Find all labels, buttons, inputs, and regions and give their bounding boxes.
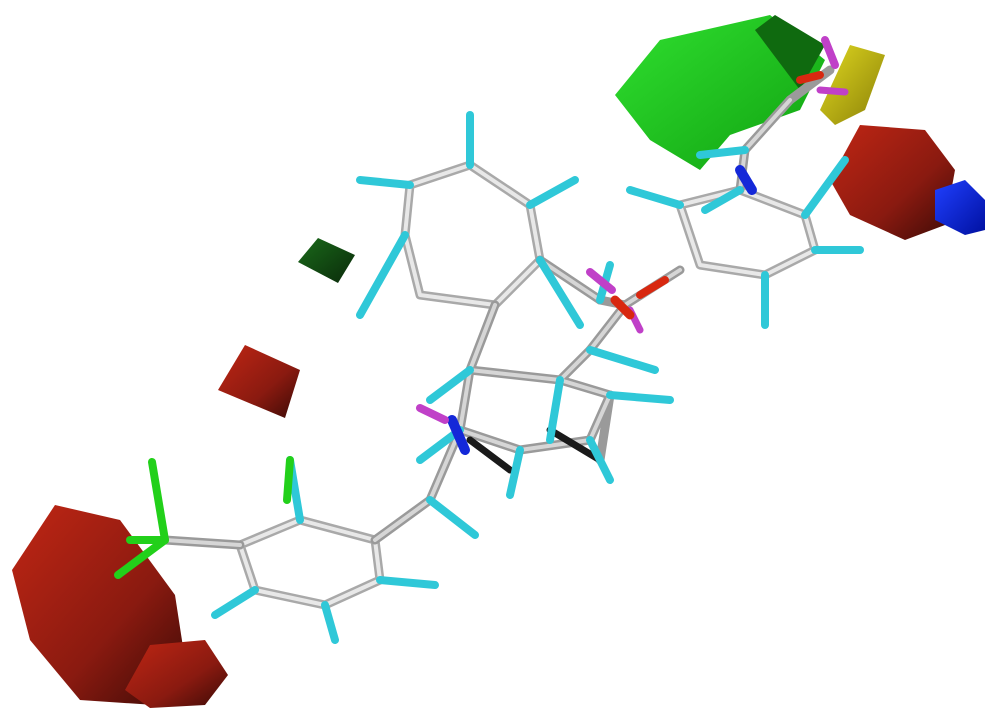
oxygen-center (610, 295, 635, 320)
red-contour-right (830, 125, 955, 240)
nitrogen-top-right (735, 165, 757, 195)
central-scaffold (160, 65, 835, 550)
red-contour-cube-left (218, 345, 300, 418)
contour-surfaces (12, 15, 985, 708)
darkgreen-contour-top-right-facet (755, 15, 825, 90)
green-contour-top-right (615, 15, 825, 170)
upper-phenyl-ring (400, 160, 545, 310)
blue-contour-right (935, 180, 985, 235)
fluorine-4 (283, 456, 294, 504)
fluorine-1 (148, 458, 169, 544)
darkgreen-contour-cube (298, 238, 355, 283)
oxygen-top-right (796, 71, 824, 84)
nitrogen-center (447, 415, 470, 455)
heteroatoms (114, 36, 849, 579)
phosphorus-center (586, 268, 616, 294)
fluorine-2 (114, 536, 169, 579)
red-contour-small-bottom-left (125, 640, 228, 708)
phosphorus-top-right (821, 36, 839, 69)
yellow-contour-top-right (820, 45, 885, 125)
